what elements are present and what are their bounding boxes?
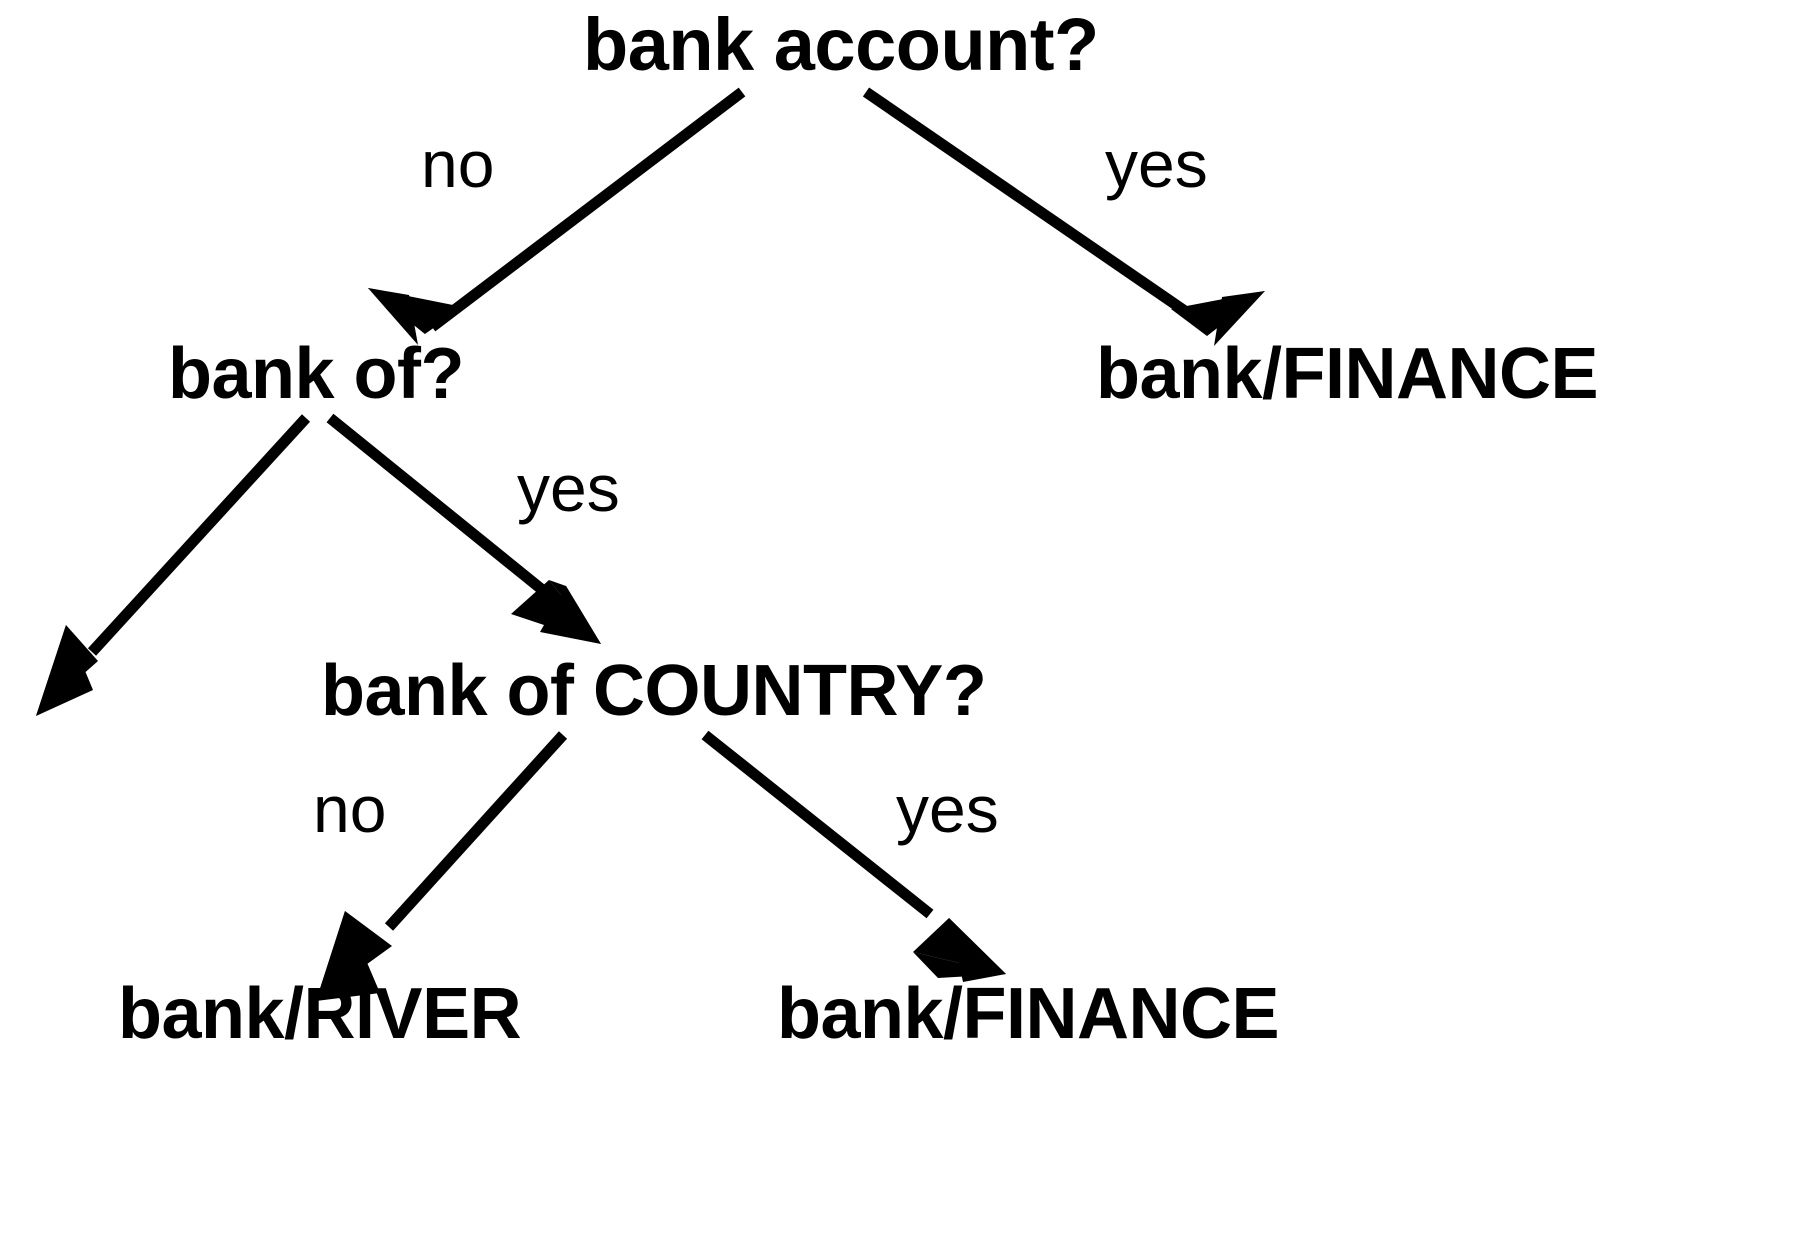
edge-bank-country-to-river	[316, 731, 568, 1001]
node-bank-river: bank/RIVER	[118, 974, 522, 1054]
edge-label-root-yes: yes	[1105, 127, 1208, 201]
edge-bank-of-to-bank-country	[326, 413, 601, 644]
edge-bank-of-to-left	[36, 414, 311, 716]
edge-root-to-bank-of	[368, 87, 746, 345]
node-bank-finance-right: bank/FINANCE	[1096, 334, 1599, 414]
node-root-bank-account: bank account?	[583, 3, 1099, 86]
node-bank-finance-bottom: bank/FINANCE	[777, 974, 1280, 1054]
edge-label-bank-of-yes: yes	[517, 451, 620, 525]
edge-label-root-no: no	[421, 127, 495, 201]
node-bank-of: bank of?	[168, 334, 465, 414]
edge-root-to-finance-right	[862, 87, 1265, 346]
edge-label-country-no: no	[313, 772, 387, 846]
edge-label-country-yes: yes	[896, 772, 999, 846]
node-bank-of-country: bank of COUNTRY?	[321, 651, 987, 731]
edge-bank-country-to-finance-bottom	[701, 730, 1006, 982]
